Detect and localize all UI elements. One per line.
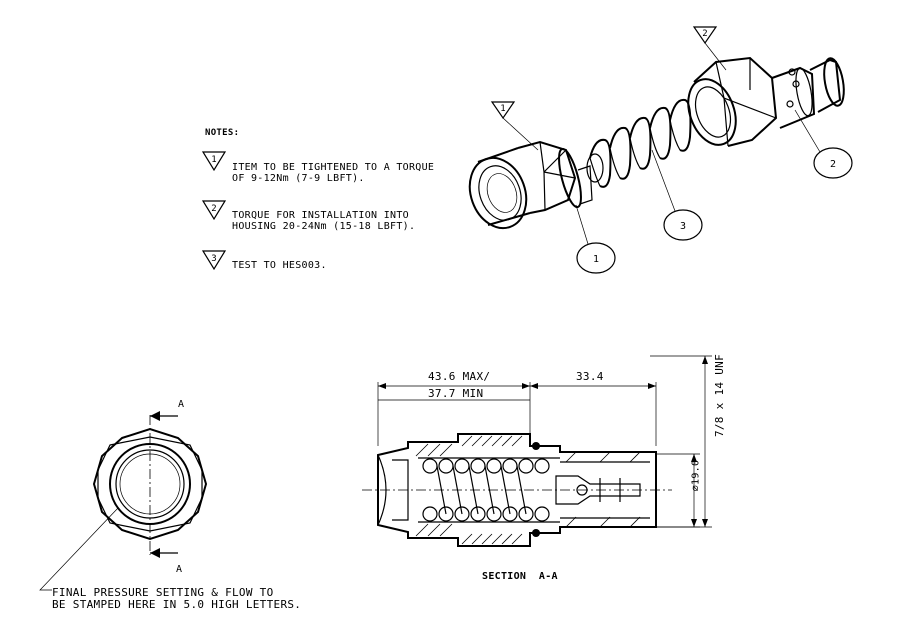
exploded-view: 1 2 1 [468, 26, 853, 274]
end-view: A A [39, 399, 208, 591]
item-1-cap: 1 [468, 101, 593, 230]
balloon-1: 1 [575, 204, 616, 274]
section-mark-bottom: A [176, 564, 182, 575]
svg-text:1: 1 [500, 104, 505, 114]
item-2-body: 2 [687, 26, 845, 147]
note-1-triangle-icon: 1 [201, 151, 227, 172]
notes-heading: NOTES: [205, 128, 240, 138]
svg-text:2: 2 [702, 29, 707, 39]
note-3-triangle-icon: 3 [201, 250, 227, 271]
note-2-text: TORQUE FOR INSTALLATION INTO HOUSING 20-… [232, 210, 416, 232]
section-title: SECTION A-A [482, 571, 558, 582]
svg-text:3: 3 [211, 254, 216, 264]
dim-overall-max: 43.6 MAX/ [428, 370, 491, 383]
section-mark-top: A [178, 399, 184, 410]
dim-thread-length: 33.4 [576, 370, 604, 383]
note-3-text: TEST TO HES003. [232, 260, 327, 271]
stamp-note: FINAL PRESSURE SETTING & FLOW TO BE STAM… [52, 586, 302, 611]
svg-text:1: 1 [211, 155, 216, 165]
note-2-triangle-icon: 2 [201, 200, 227, 221]
svg-text:2: 2 [211, 204, 216, 214]
section-view [362, 355, 712, 547]
svg-text:3: 3 [680, 221, 686, 232]
note-1-text: ITEM TO BE TIGHTENED TO A TORQUE OF 9-12… [232, 162, 435, 184]
item-3-spring [586, 98, 692, 188]
balloon-2: 2 [794, 109, 853, 179]
balloon-3: 3 [651, 149, 703, 241]
spring-coils [422, 458, 550, 522]
dim-overall-min: 37.7 MIN [428, 387, 484, 400]
svg-text:2: 2 [830, 159, 836, 170]
svg-text:1: 1 [593, 254, 599, 265]
